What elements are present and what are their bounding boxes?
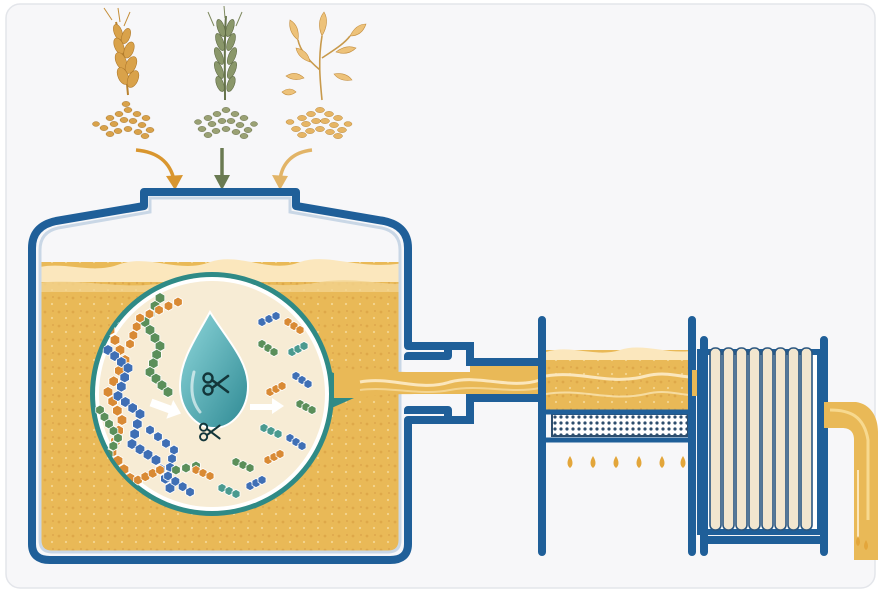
glucose-unit [304,379,312,388]
glucose-unit [308,405,316,414]
glucose-unit [110,335,120,346]
glucose-unit [172,465,181,475]
plate-filter-press [692,340,824,552]
glucose-unit [206,471,214,480]
glucose-unit [164,301,173,311]
glucose-unit [103,387,113,398]
glucose-unit [232,489,240,498]
glucose-unit [270,347,278,356]
filter-plate [710,348,721,530]
glucose-unit [114,433,123,443]
glucose-unit [130,429,140,440]
glucose-unit [156,465,165,475]
glucose-unit [258,475,266,484]
glucose-unit [186,487,195,497]
filter-plate [775,348,786,530]
glucose-unit [274,429,282,438]
glucose-unit [170,445,179,455]
glucose-unit [151,455,161,466]
glucose-unit [300,341,308,350]
glucose-unit [298,441,306,450]
glucose-unit [276,449,284,458]
glucose-unit [145,309,154,319]
glucose-unit [163,387,173,398]
glucose-unit [154,432,163,442]
filter-plate [749,348,760,530]
glucose-unit [146,425,155,435]
glucose-unit [168,454,177,464]
glucose-unit [272,311,280,320]
glucose-unit [182,463,191,473]
glucose-unit [126,339,135,349]
glucose-unit [117,415,127,426]
glucose-unit [278,381,286,390]
filter-plate [762,348,773,530]
glucose-unit [296,325,304,334]
glucose-unit [174,297,183,307]
glucose-unit [113,405,123,416]
filter-plate [736,348,747,530]
filter-mesh [552,414,688,436]
glucose-unit [155,305,164,315]
filter-plate [801,348,812,530]
filter-plate [788,348,799,530]
filter-plate [723,348,734,530]
glucose-unit [246,463,254,472]
glucose-unit [135,409,145,420]
glucose-unit [162,438,171,448]
glucose-unit [133,419,143,430]
